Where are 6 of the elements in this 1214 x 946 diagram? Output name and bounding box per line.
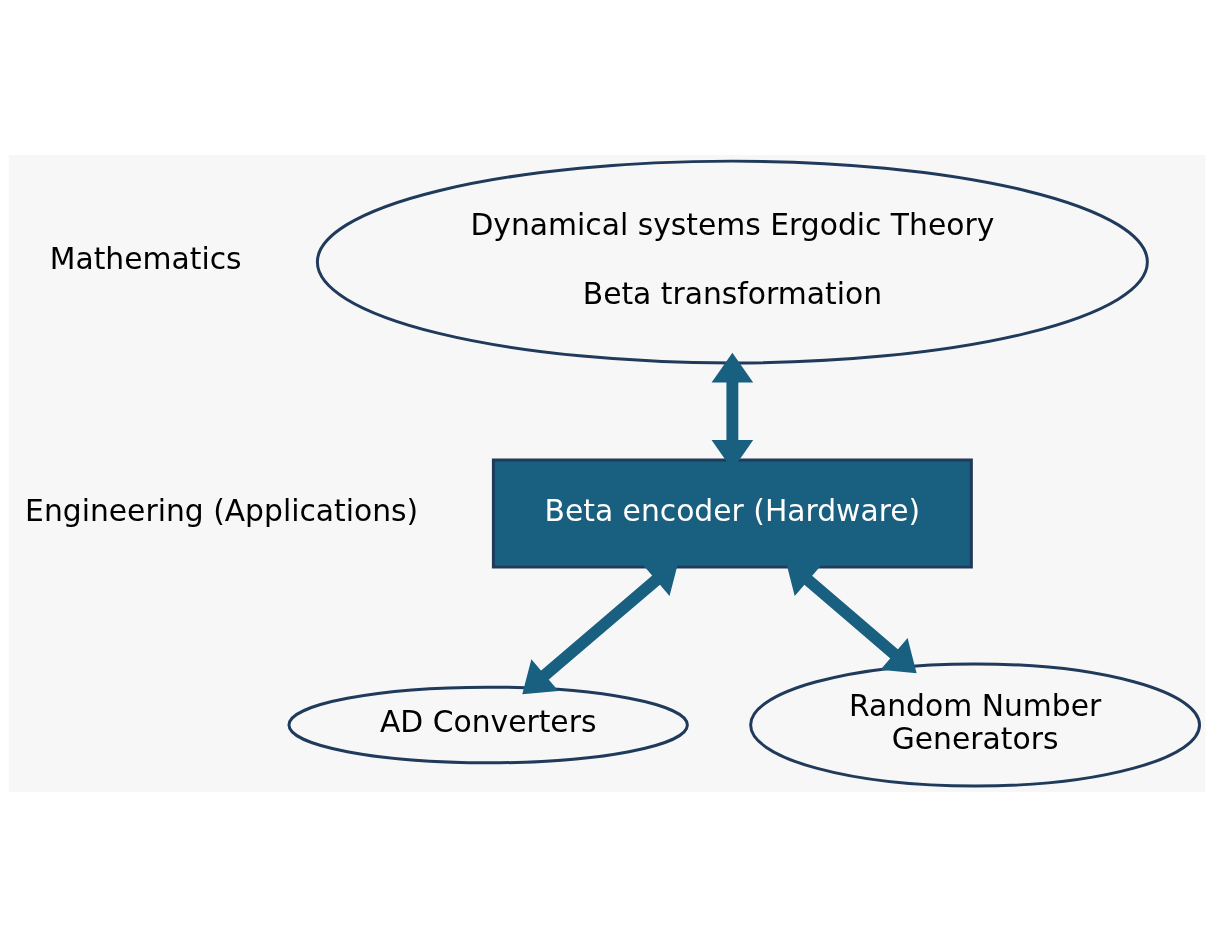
- node-ellipse: Dynamical systems Ergodic Theory Beta transformation: [315, 159, 1149, 364]
- node-box: Beta encoder (Hardware): [491, 457, 973, 569]
- node-ellipse: Random Number Generators: [749, 661, 1201, 788]
- label: Mathematics: [49, 240, 242, 276]
- node-ellipse: AD Converters: [287, 685, 689, 764]
- label: Engineering (Applications): [25, 492, 419, 528]
